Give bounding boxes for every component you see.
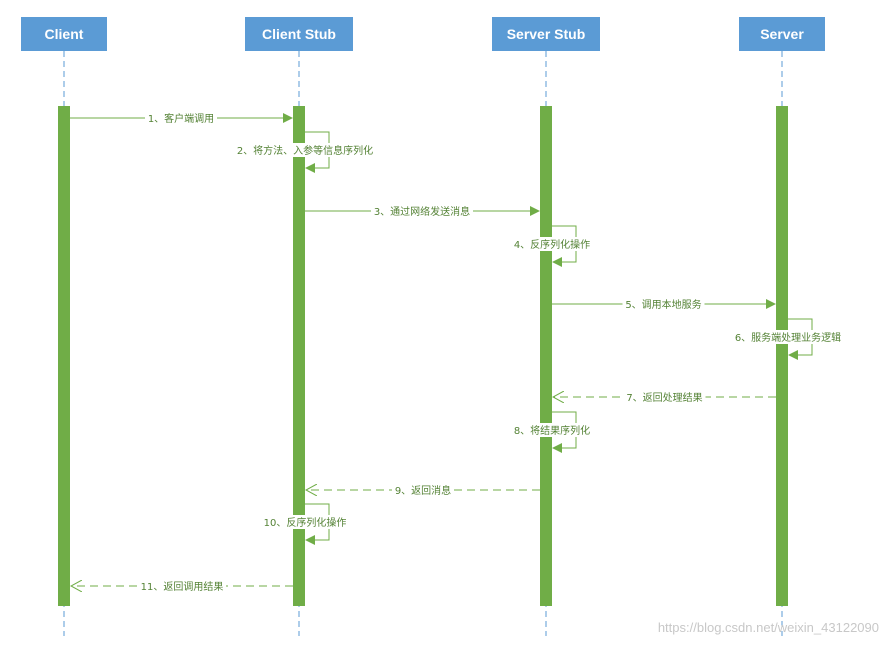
message-label-background [138, 579, 226, 593]
participant-label: Server Stub [507, 26, 586, 42]
message-label-background [145, 111, 217, 125]
activation-bar-client [58, 106, 70, 606]
message-label: 8、将结果序列化 [514, 424, 590, 437]
message-label: 9、返回消息 [395, 484, 451, 497]
message-label-background [622, 297, 705, 311]
message-label-background [732, 330, 844, 344]
message-7: 7、返回处理结果 [553, 390, 776, 404]
message-label-background [234, 143, 376, 157]
message-label: 3、通过网络发送消息 [374, 205, 470, 218]
message-label: 2、将方法、入参等信息序列化 [237, 144, 373, 157]
participant-label: Client Stub [262, 26, 336, 42]
message-label: 6、服务端处理业务逻辑 [735, 331, 841, 344]
message-6: 6、服务端处理业务逻辑 [732, 318, 844, 360]
watermark-text: https://blog.csdn.net/weixin_43122090 [657, 620, 879, 635]
message-label: 11、返回调用结果 [141, 580, 224, 593]
message-label-background [392, 483, 454, 497]
message-4: 4、反序列化操作 [511, 225, 593, 267]
message-10: 10、反序列化操作 [261, 503, 349, 545]
message-11: 11、返回调用结果 [71, 579, 293, 593]
participant-label: Client [45, 26, 84, 42]
message-9: 9、返回消息 [306, 483, 540, 497]
message-label: 5、调用本地服务 [625, 298, 701, 311]
participant-box [245, 17, 353, 51]
message-label-background [511, 237, 593, 251]
message-8: 8、将结果序列化 [511, 411, 593, 453]
message-1: 1、客户端调用 [70, 111, 293, 125]
participant-box [492, 17, 600, 51]
message-label: 4、反序列化操作 [514, 238, 590, 251]
activation-bar-server [776, 106, 788, 606]
participant-server: Server [739, 17, 825, 51]
participant-box [21, 17, 107, 51]
message-label: 7、返回处理结果 [626, 391, 702, 404]
message-label: 1、客户端调用 [148, 112, 214, 125]
message-label: 10、反序列化操作 [264, 516, 347, 529]
message-5: 5、调用本地服务 [552, 297, 776, 311]
message-label-background [371, 204, 473, 218]
participant-client-stub: Client Stub [245, 17, 353, 51]
message-label-background [511, 423, 593, 437]
participant-label: Server [760, 26, 804, 42]
message-label-background [261, 515, 349, 529]
message-2: 2、将方法、入参等信息序列化 [234, 131, 376, 173]
activation-bar-client-stub [293, 106, 305, 606]
participant-box [739, 17, 825, 51]
participant-client: Client [21, 17, 107, 51]
message-3: 3、通过网络发送消息 [305, 204, 540, 218]
message-label-background [623, 390, 706, 404]
participant-server-stub: Server Stub [492, 17, 600, 51]
activation-bar-server-stub [540, 106, 552, 606]
